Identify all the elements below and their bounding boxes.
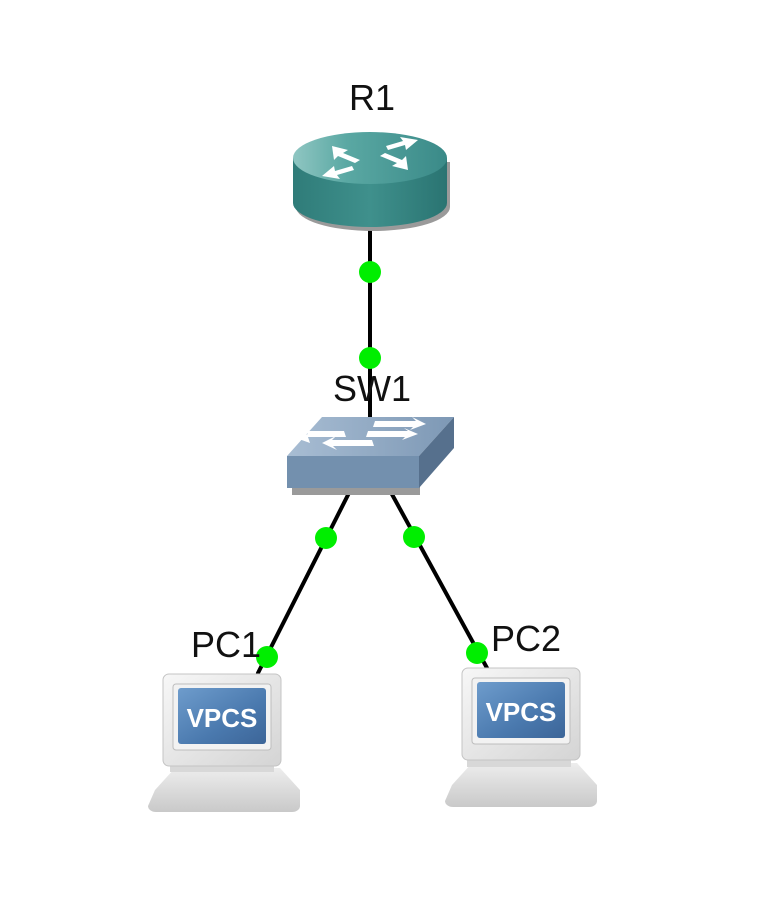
port-indicator-r1 <box>359 261 381 283</box>
pc1-screen-text: VPCS <box>187 703 258 733</box>
label-pc1: PC1 <box>191 624 261 665</box>
switch-sw1[interactable] <box>287 417 454 495</box>
switch-arrows-icon <box>296 417 426 450</box>
port-indicator-sw1-pc1 <box>315 527 337 549</box>
vpcs-pc1[interactable]: VPCS <box>148 673 300 812</box>
port-indicator-pc2 <box>466 642 488 664</box>
router-arrows-icon <box>322 137 418 179</box>
vpcs-pc2[interactable]: VPCS <box>445 667 597 807</box>
pc1-screen <box>178 688 266 744</box>
link-sw1-pc1[interactable] <box>256 485 354 675</box>
label-r1: R1 <box>349 77 395 118</box>
link-sw1-pc2[interactable] <box>386 485 489 670</box>
pc2-screen <box>477 682 565 738</box>
port-indicator-pc1 <box>256 646 278 668</box>
port-indicator-sw1-uplink <box>359 347 381 369</box>
label-pc2: PC2 <box>491 618 561 659</box>
port-indicator-sw1-pc2 <box>403 526 425 548</box>
pc2-screen-text: VPCS <box>486 697 557 727</box>
router-r1[interactable] <box>293 132 450 231</box>
label-sw1: SW1 <box>333 368 411 409</box>
